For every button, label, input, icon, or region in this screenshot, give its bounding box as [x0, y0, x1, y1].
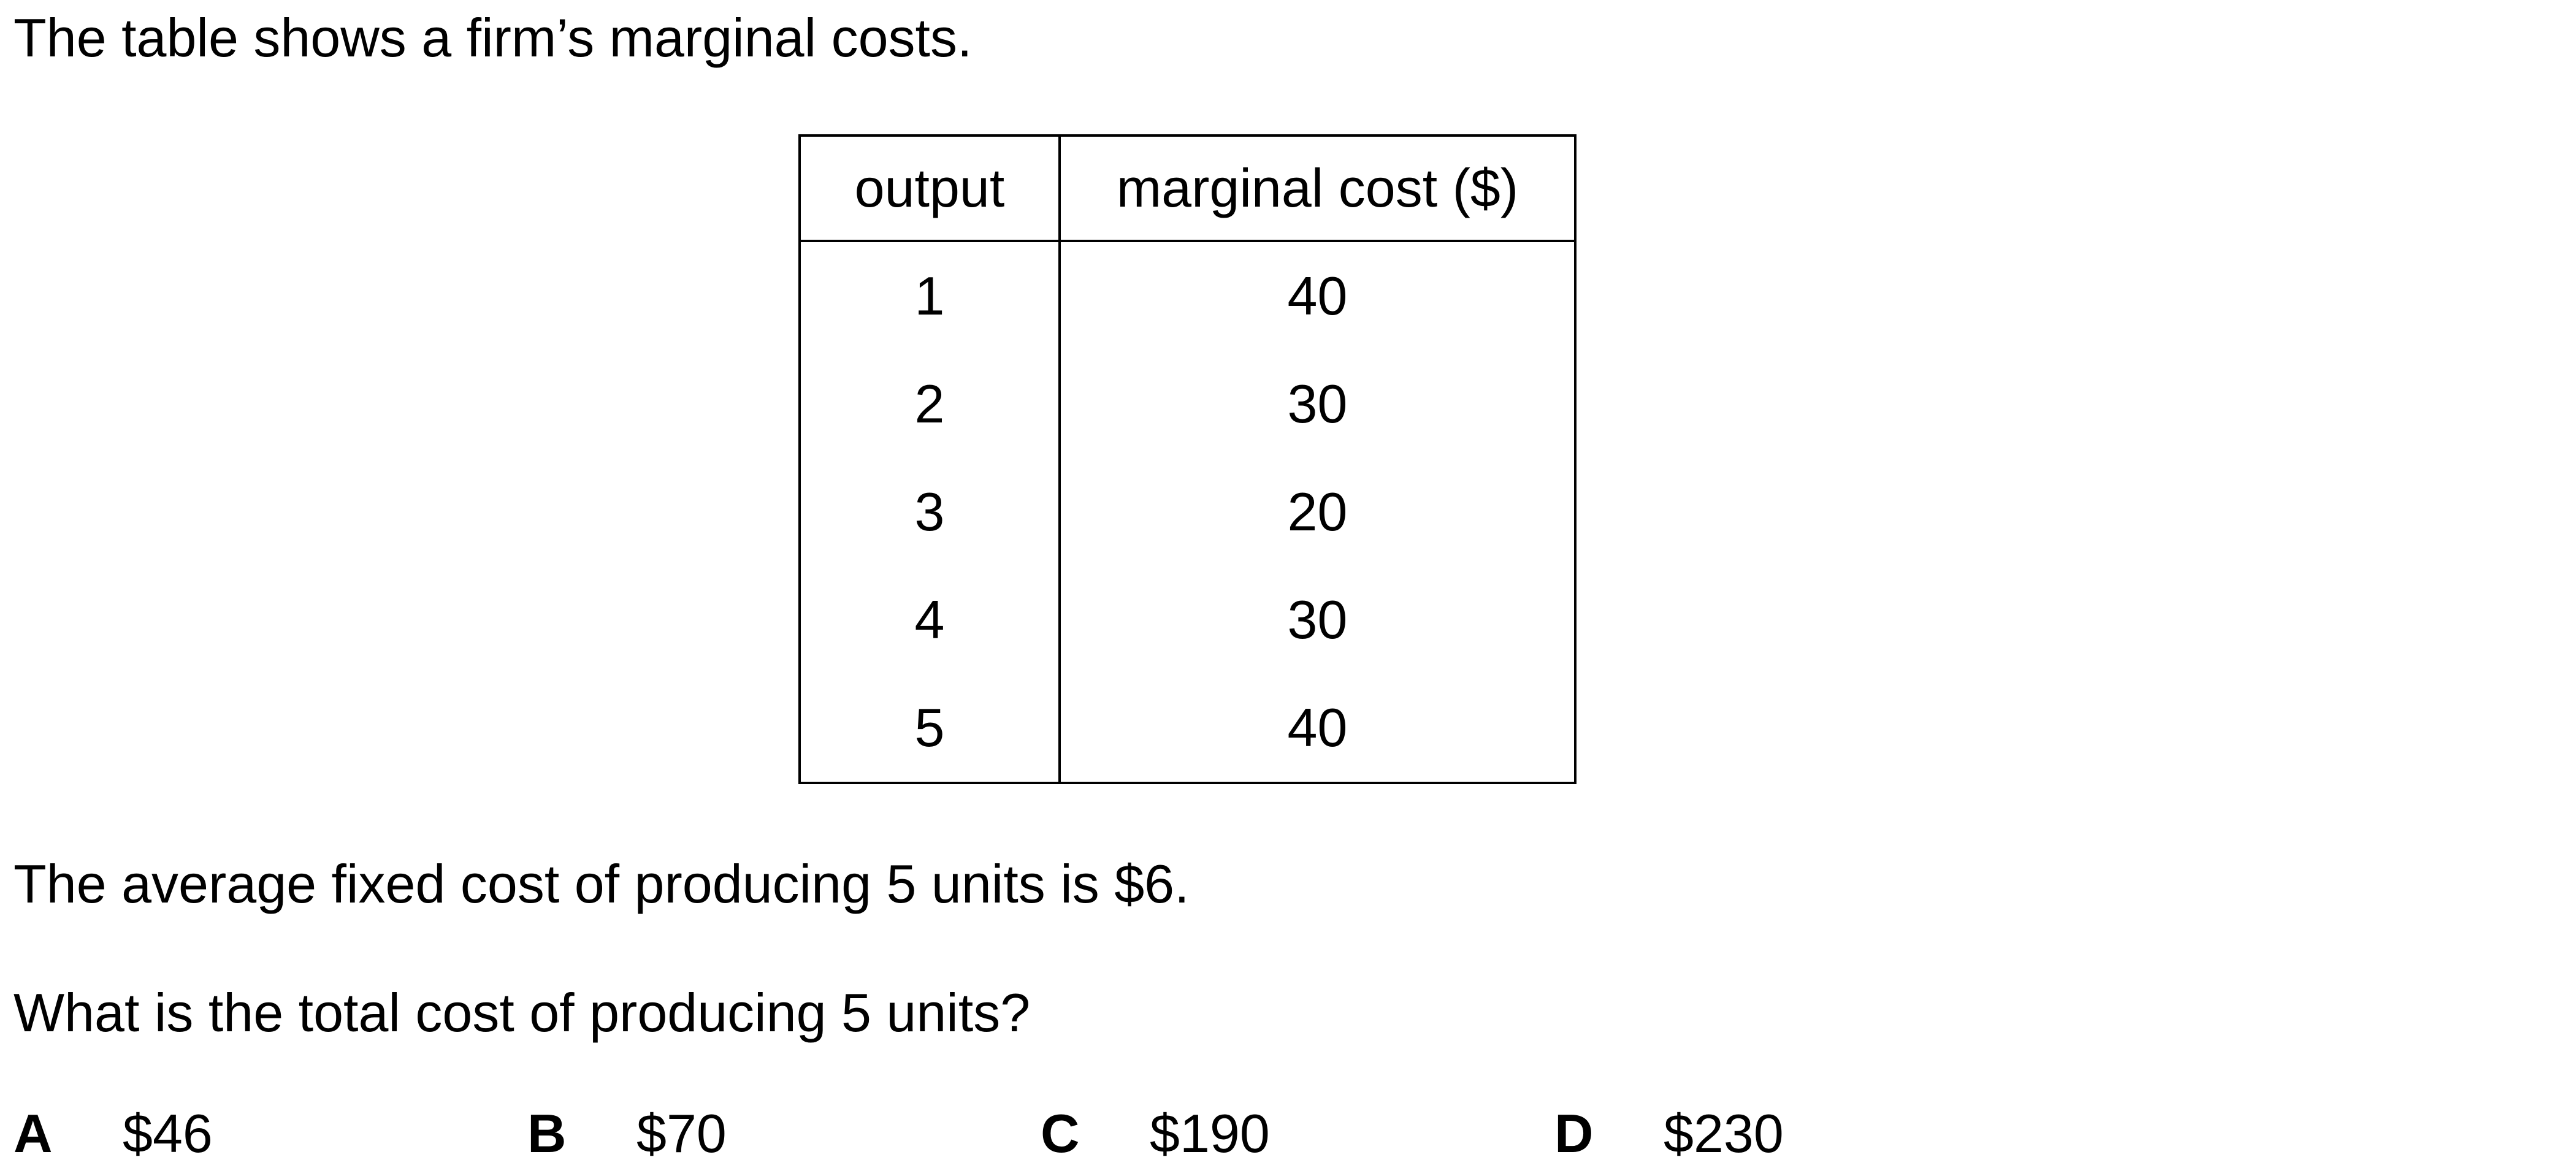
intro-text: The table shows a firm’s marginal costs. — [13, 7, 973, 68]
average-fixed-cost-statement: The average fixed cost of producing 5 un… — [13, 853, 1190, 914]
header-marginal-cost: marginal cost ($) — [1058, 134, 1577, 242]
marginal-cost-cell: 40 — [1058, 241, 1577, 350]
option-value: $70 — [636, 1103, 727, 1164]
option-letter: B — [527, 1103, 567, 1164]
output-cell: 4 — [798, 566, 1061, 674]
marginal-cost-cell: 30 — [1058, 566, 1577, 674]
option-value: $46 — [123, 1103, 213, 1164]
marginal-cost-cell: 20 — [1058, 458, 1577, 566]
option-letter: A — [13, 1103, 53, 1164]
output-cell: 3 — [798, 458, 1061, 566]
table-header-row: output marginal cost ($) — [798, 134, 1577, 242]
option-letter: D — [1554, 1103, 1594, 1164]
table-row: 1 40 — [798, 241, 1577, 350]
output-cell: 5 — [798, 674, 1061, 784]
table-row: 4 30 — [798, 566, 1577, 674]
option-value: $230 — [1664, 1103, 1784, 1164]
marginal-cost-table: output marginal cost ($) 1 40 2 30 3 20 … — [798, 134, 1577, 784]
marginal-cost-cell: 30 — [1058, 350, 1577, 458]
table-row: 3 20 — [798, 458, 1577, 566]
option-value: $190 — [1150, 1103, 1270, 1164]
output-cell: 1 — [798, 241, 1061, 350]
marginal-cost-cell: 40 — [1058, 674, 1577, 784]
option-letter: C — [1041, 1103, 1080, 1164]
output-cell: 2 — [798, 350, 1061, 458]
table-row: 2 30 — [798, 350, 1577, 458]
question-text: What is the total cost of producing 5 un… — [13, 982, 1031, 1043]
table-row: 5 40 — [798, 674, 1577, 784]
answer-options: A $46 B $70 C $190 D $230 — [0, 1107, 2576, 1168]
header-output: output — [798, 134, 1061, 242]
